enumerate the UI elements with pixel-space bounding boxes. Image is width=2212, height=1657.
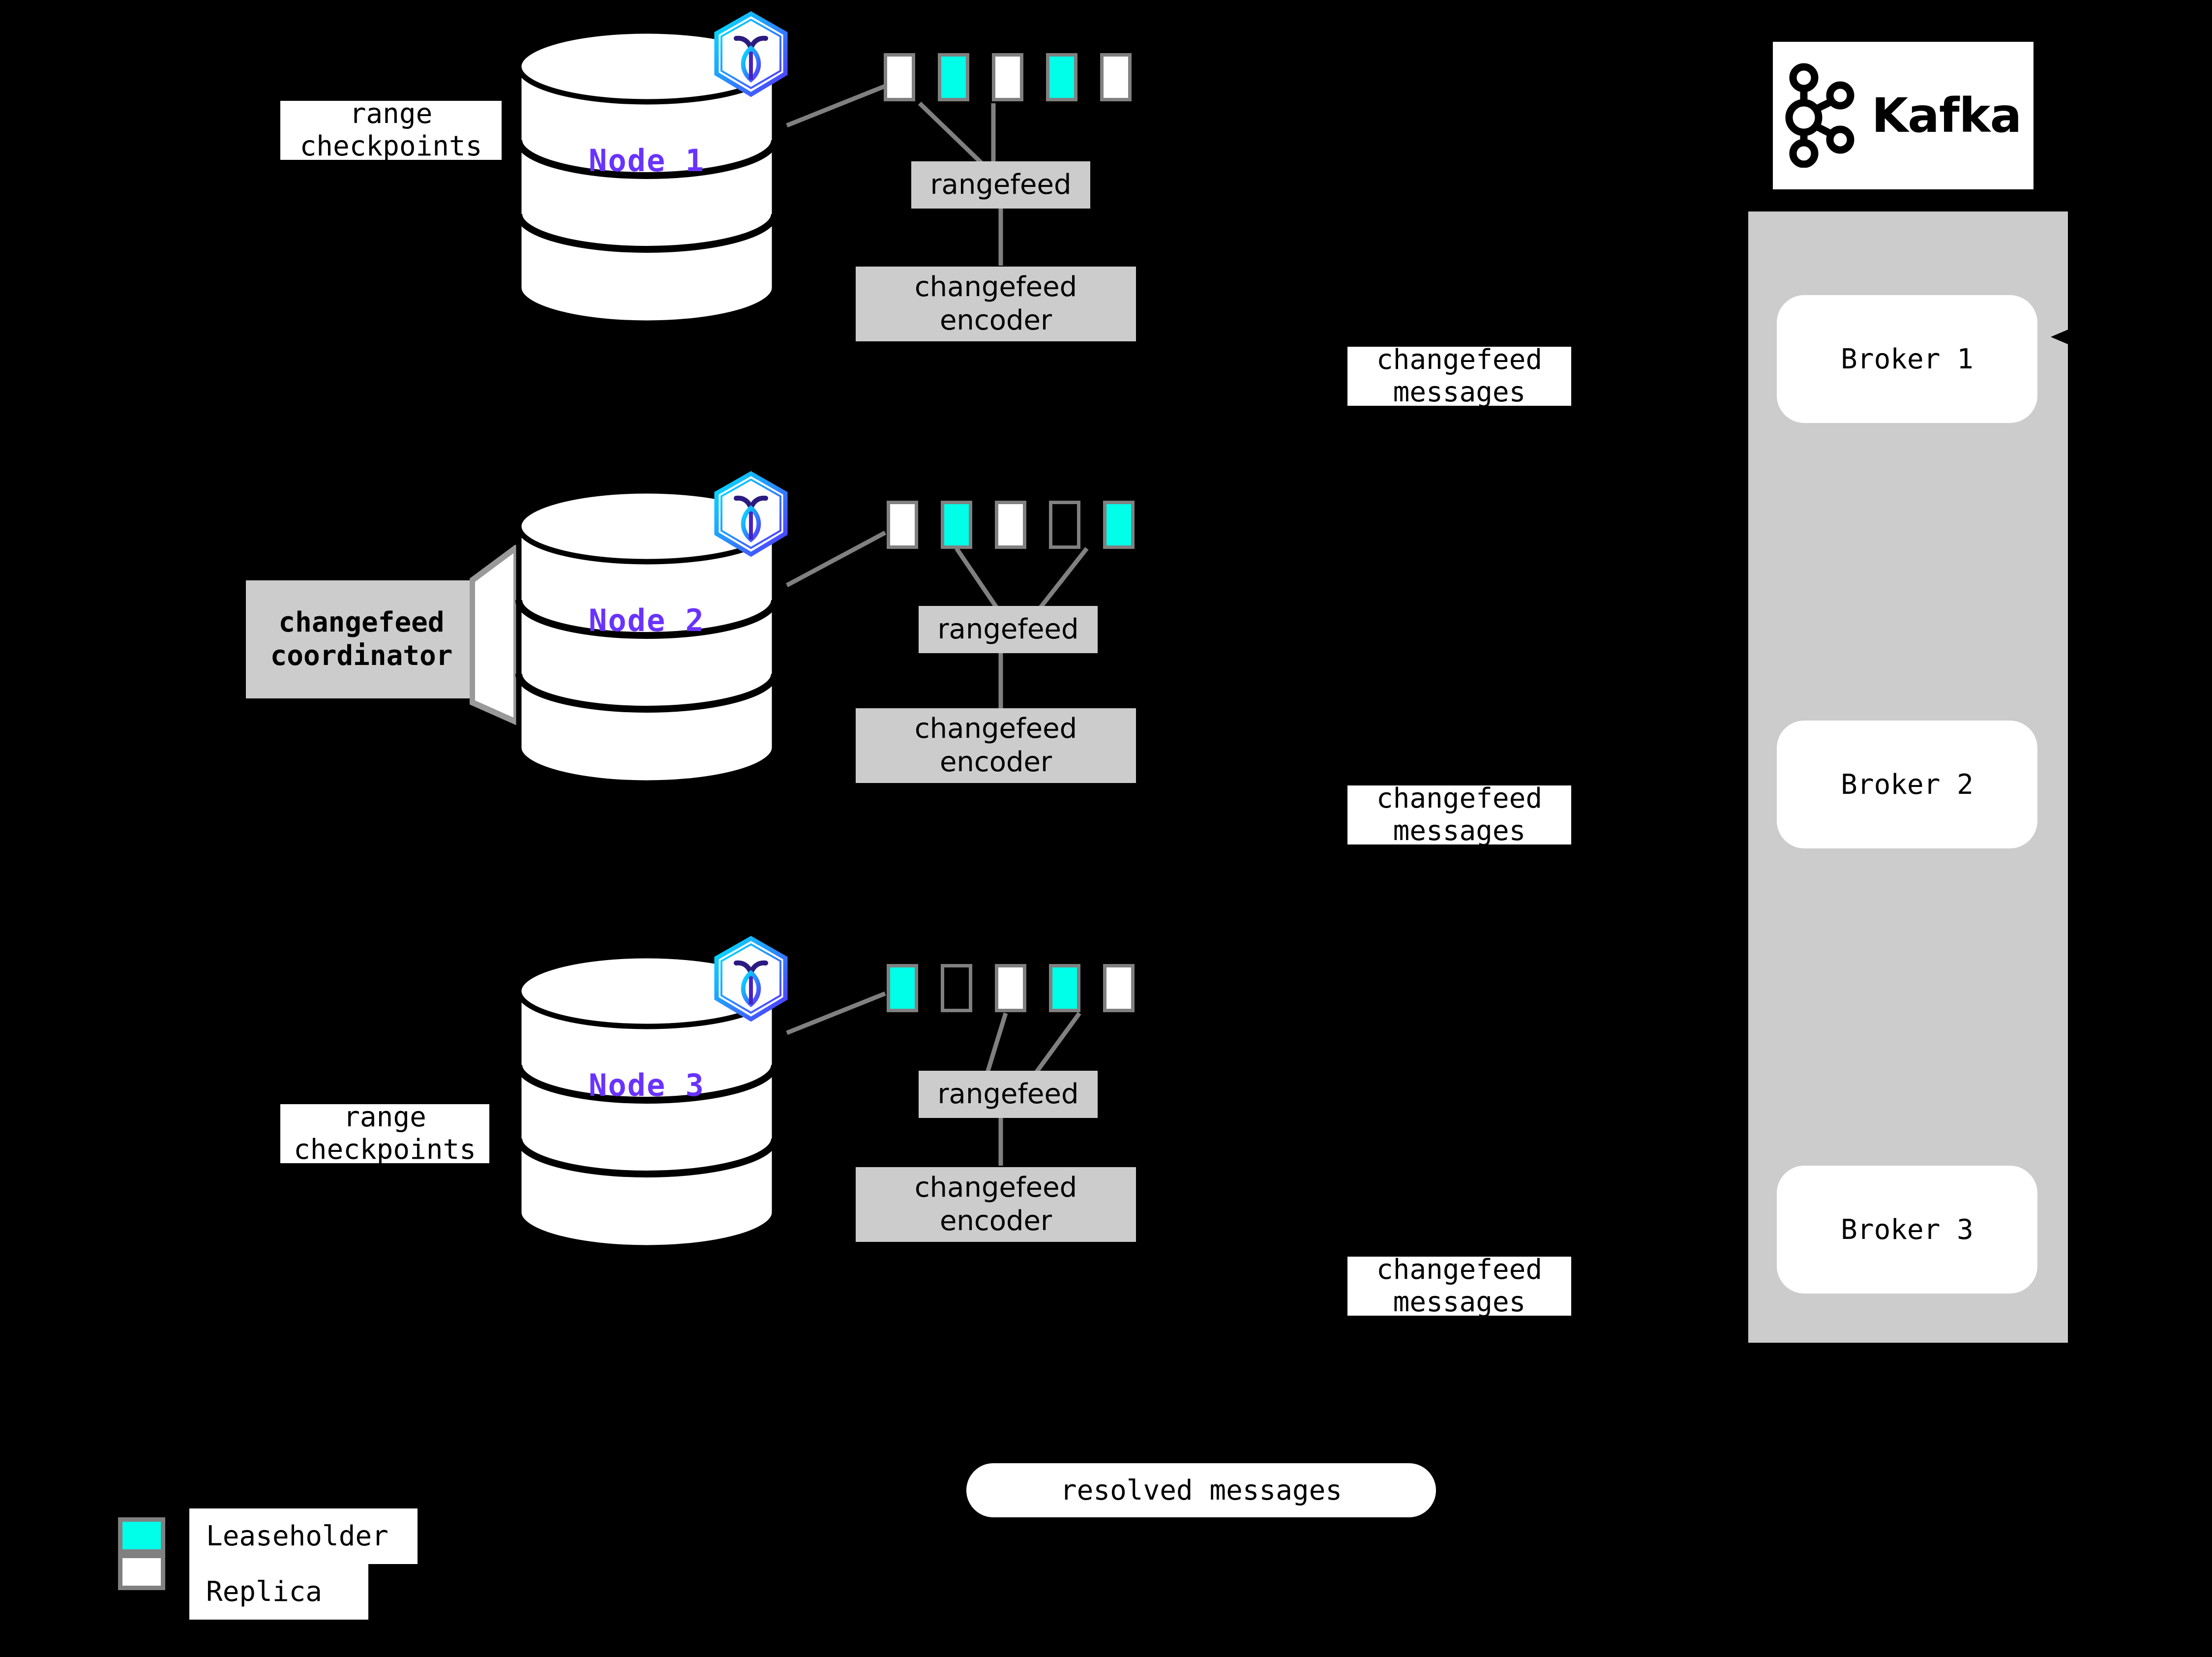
range-box (1046, 53, 1077, 101)
kafka-logo: Kafka (1773, 42, 2033, 189)
cockroachdb-hexagon-icon (711, 934, 792, 1027)
kafka-wordmark: Kafka (1871, 88, 2022, 143)
node-2-label: Node 2 (589, 603, 705, 638)
legend-swatch-leaseholder (118, 1517, 165, 1554)
range-box (941, 964, 972, 1012)
broker-1[interactable]: Broker 1 (1777, 295, 2037, 423)
node-1-output-label: changefeed messages (1347, 344, 1571, 408)
range-box (992, 53, 1023, 101)
range-box (938, 53, 969, 101)
range-box (1049, 964, 1080, 1012)
node-1-encoder-box[interactable]: changefeed encoder (856, 267, 1136, 341)
broker-2[interactable]: Broker 2 (1777, 721, 2037, 848)
node-2-cylinder: Node 2 (514, 489, 779, 784)
range-box (1100, 53, 1132, 101)
node-1-side-label: range checkpoints (280, 98, 502, 162)
range-box (941, 501, 972, 549)
node-3-cylinder: Node 3 (514, 954, 779, 1249)
range-box (1049, 501, 1080, 549)
node-2-output-label: changefeed messages (1347, 783, 1571, 847)
node-3-output-label: changefeed messages (1347, 1254, 1571, 1318)
range-box (995, 501, 1026, 549)
cockroachdb-hexagon-icon (711, 10, 792, 103)
node-3-encoder-box[interactable]: changefeed encoder (856, 1167, 1136, 1242)
node-1-label: Node 1 (589, 143, 705, 179)
kafka-inbound-arrow-icon (2048, 325, 2073, 351)
node-2-encoder-box[interactable]: changefeed encoder (856, 708, 1136, 783)
range-box (887, 501, 918, 549)
range-box (1103, 501, 1135, 549)
range-box (995, 964, 1026, 1012)
broker-3[interactable]: Broker 3 (1777, 1166, 2037, 1294)
range-box (884, 53, 915, 101)
changefeed-coordinator-box[interactable]: changefeed coordinator (246, 580, 477, 698)
cockroachdb-hexagon-icon (711, 470, 792, 563)
legend-label-leaseholder: Leaseholder (189, 1508, 418, 1564)
node-1-cylinder: Node 1 (514, 30, 779, 325)
legend-swatch-replica (118, 1554, 165, 1590)
legend-label-replica: Replica (189, 1564, 368, 1620)
node-3-side-label: range checkpoints (280, 1101, 489, 1166)
node-1-rangefeed-box[interactable]: rangefeed (911, 161, 1090, 209)
kafka-nodes-icon (1785, 62, 1859, 170)
node-3-rangefeed-box[interactable]: rangefeed (919, 1071, 1098, 1118)
range-box (887, 964, 918, 1012)
node-3-label: Node 3 (589, 1067, 705, 1103)
range-box (1103, 964, 1135, 1012)
resolved-messages-pill: resolved messages (966, 1463, 1436, 1517)
node-2-rangefeed-box[interactable]: rangefeed (919, 606, 1098, 653)
